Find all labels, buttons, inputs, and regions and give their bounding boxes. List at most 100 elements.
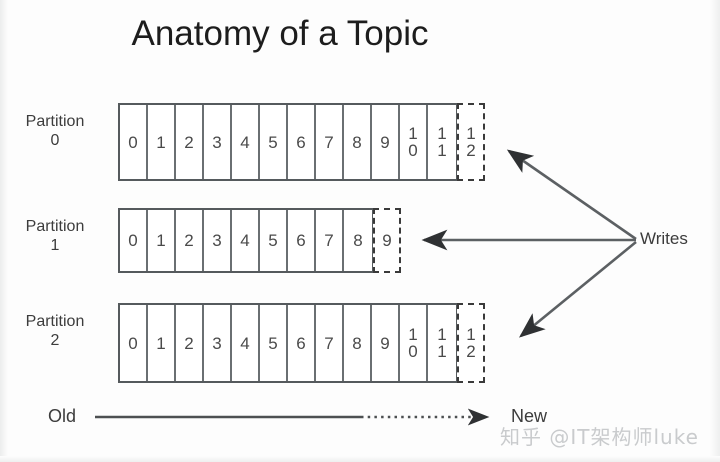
cell-digit: 4	[240, 132, 250, 152]
watermark: 知乎 @IT架构师luke	[500, 425, 699, 449]
cell-digit: 0	[128, 231, 138, 250]
cell-digit: 2	[184, 231, 194, 250]
partition-cell: 5	[260, 105, 288, 179]
partition-1-label-line1: Partition	[25, 218, 85, 235]
partition-cell: 5	[260, 210, 288, 271]
partition-cell: 1	[148, 105, 176, 179]
cell-digit: 0	[408, 342, 418, 361]
cell-digit: 1	[156, 231, 166, 250]
partition-0-label-line2: 0	[50, 132, 60, 149]
cell-digit: 2	[184, 132, 194, 152]
partition-0-label-line1: Partition	[25, 113, 85, 130]
partition-cell: 7	[316, 105, 344, 179]
partition-1-label: Partition 1	[0, 217, 110, 255]
cell-digit: 8	[352, 333, 362, 353]
cell-digit: 7	[324, 333, 334, 353]
cell-digit: 6	[296, 333, 306, 353]
cell-digit: 8	[353, 231, 363, 250]
partition-cell: 9	[372, 105, 400, 179]
partition-1-label-line2: 1	[50, 237, 60, 254]
cell-digit: 3	[212, 132, 222, 152]
cell-digit: 7	[324, 132, 334, 152]
page-edge-right	[710, 0, 720, 462]
partition-cell: 6	[288, 305, 316, 381]
writes-arrow-partition-0	[506, 149, 637, 241]
partition-cell: 4	[232, 210, 260, 271]
partition-cell: 2	[176, 105, 204, 179]
cell-digit: 6	[296, 231, 306, 250]
partition-cell: 2	[176, 210, 204, 271]
partition-cell: 4	[232, 305, 260, 381]
page-edge-bottom	[0, 456, 720, 462]
partition-2-label-line2: 2	[50, 332, 60, 349]
partition-cell: 2	[176, 305, 204, 381]
partition-cell: 6	[288, 210, 316, 271]
writes-label: Writes	[640, 229, 688, 248]
partition-cell: 7	[316, 210, 344, 271]
cell-digit: 0	[408, 141, 418, 160]
timeline-new-label: New	[511, 406, 548, 426]
cell-digit: 1	[437, 141, 447, 160]
cell-digit: 9	[380, 132, 390, 152]
partition-cell: 9	[372, 305, 400, 381]
timeline-old-label: Old	[48, 406, 77, 426]
partition-cell: 8	[344, 105, 372, 179]
partition-2-label-line1: Partition	[25, 313, 85, 330]
cell-digit: 5	[268, 231, 278, 250]
partition-cell: 8	[344, 305, 372, 381]
cell-digit: 1	[466, 325, 476, 344]
partition-cell: 0	[120, 305, 148, 381]
cell-digit: 1	[156, 333, 166, 353]
cell-digit: 9	[382, 231, 392, 250]
cell-digit: 2	[466, 141, 476, 160]
partition-cell: 0	[120, 210, 148, 271]
cell-digit: 3	[212, 333, 222, 353]
cell-digit: 8	[352, 132, 362, 152]
partition-cell: 5	[260, 305, 288, 381]
writes-arrow-partition-2	[518, 240, 637, 338]
cell-digit: 2	[184, 333, 194, 353]
cell-digit: 0	[128, 333, 138, 353]
page-title: Anatomy of a Topic	[131, 14, 429, 53]
cell-digit: 9	[380, 333, 390, 353]
cell-digit: 1	[408, 124, 418, 143]
page-edge-left	[0, 0, 8, 462]
partition-cell: 1	[148, 210, 176, 271]
cell-digit: 4	[240, 231, 250, 250]
cell-digit: 0	[128, 132, 138, 152]
partition-cell: 4	[232, 105, 260, 179]
partition-0-label: Partition 0	[0, 112, 110, 150]
partition-cell: 7	[316, 305, 344, 381]
partition-cell: 6	[288, 105, 316, 179]
partition-2-label: Partition 2	[0, 312, 110, 350]
cell-digit: 3	[212, 231, 222, 250]
cell-digit: 5	[268, 333, 278, 353]
partition-cell: 3	[204, 305, 232, 381]
partition-cell: 1	[148, 305, 176, 381]
cell-digit: 1	[437, 342, 447, 361]
partition-cell: 3	[204, 210, 232, 271]
cell-digit: 6	[296, 132, 306, 152]
partition-cell: 0	[120, 105, 148, 179]
cell-digit: 7	[324, 231, 334, 250]
cell-digit: 1	[437, 325, 447, 344]
cell-digit: 1	[156, 132, 166, 152]
cell-digit: 2	[466, 342, 476, 361]
cell-digit: 1	[466, 124, 476, 143]
cell-digit: 1	[408, 325, 418, 344]
cell-digit: 1	[437, 124, 447, 143]
partition-cell: 3	[204, 105, 232, 179]
